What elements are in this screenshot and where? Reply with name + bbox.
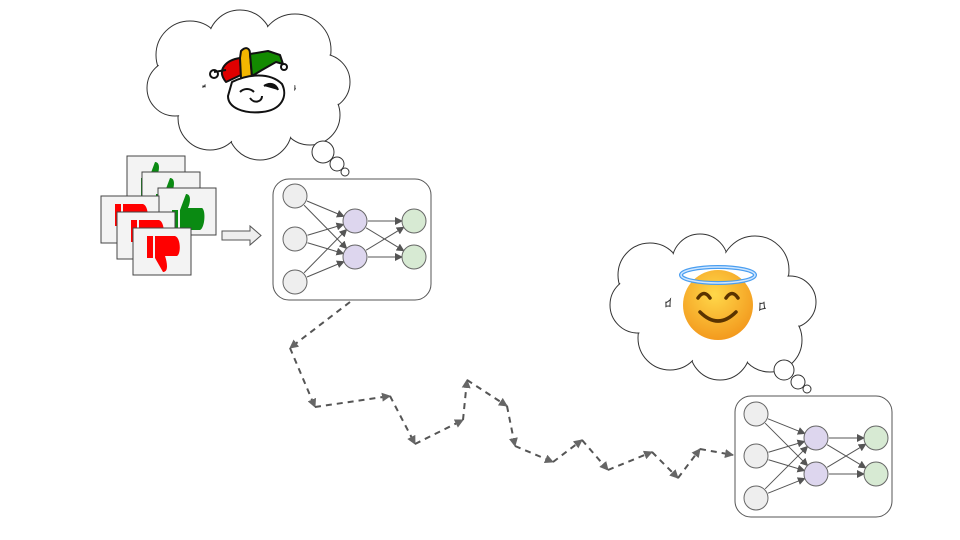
input-node xyxy=(743,443,769,469)
network-edge xyxy=(307,242,345,256)
trajectory-segment xyxy=(607,450,653,471)
network-frame xyxy=(734,395,893,518)
trajectory-segment xyxy=(581,439,609,471)
network-edge xyxy=(365,226,405,251)
input-node xyxy=(282,269,308,295)
trajectory-segment xyxy=(461,379,471,421)
neural-network-initial xyxy=(272,178,432,301)
thumbs-down-card xyxy=(132,227,192,276)
network-edge xyxy=(306,200,345,218)
feedback-cards xyxy=(100,155,217,276)
input-arrow xyxy=(221,224,262,247)
network-edge xyxy=(764,422,809,467)
training-trajectory xyxy=(289,301,734,479)
trajectory-segment xyxy=(289,347,317,408)
network-edge xyxy=(303,204,348,250)
trajectory-segment xyxy=(651,451,679,479)
trajectory-segment xyxy=(514,445,554,464)
thought-bubbles-2 xyxy=(773,359,812,394)
network-edge xyxy=(767,477,806,494)
trajectory-segment xyxy=(552,439,583,463)
trajectory-segment xyxy=(289,301,351,349)
trajectory-segment xyxy=(506,405,518,447)
output-node xyxy=(401,208,427,234)
input-node xyxy=(743,401,769,427)
network-edge xyxy=(767,418,806,435)
trajectory-segment xyxy=(314,392,391,408)
output-node xyxy=(863,425,889,451)
hidden-node xyxy=(342,244,368,270)
jester-icon xyxy=(209,47,288,114)
network-edge xyxy=(768,459,806,473)
hidden-node xyxy=(342,208,368,234)
trajectory-segment xyxy=(414,419,464,445)
neural-network-aligned xyxy=(734,395,893,518)
output-node xyxy=(863,461,889,487)
network-edge xyxy=(307,222,345,236)
network-edge xyxy=(768,439,806,453)
network-edge xyxy=(764,445,809,490)
thumbs-down-icon xyxy=(147,236,180,272)
network-edge xyxy=(826,443,867,468)
input-node xyxy=(282,183,308,209)
input-node xyxy=(743,485,769,511)
thought-bubbles-1 xyxy=(311,140,350,177)
network-edge xyxy=(306,260,345,278)
network-edge xyxy=(303,228,348,274)
smiling-face-with-halo-icon xyxy=(679,265,757,340)
input-node xyxy=(282,226,308,252)
network-frame xyxy=(272,178,432,301)
trajectory-segment xyxy=(699,448,734,458)
output-node xyxy=(401,244,427,270)
trajectory-segment xyxy=(466,379,508,407)
hidden-node xyxy=(803,461,829,487)
trajectory-segment xyxy=(389,395,416,445)
hidden-node xyxy=(803,425,829,451)
trajectory-segment xyxy=(677,448,701,479)
